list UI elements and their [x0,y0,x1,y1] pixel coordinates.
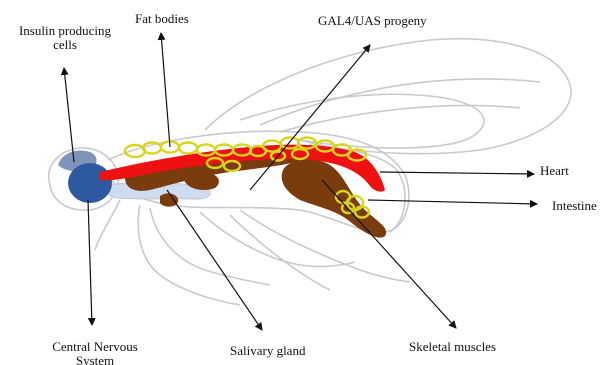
wings [205,39,571,154]
label-skeletal-muscles: Skeletal muscles [409,340,496,354]
label-heart: Heart [540,164,569,178]
wing-upper [205,39,571,154]
arrow-fat-bodies [161,33,170,147]
leg-6 [230,215,330,290]
arrow-cns [88,200,92,325]
central-nervous-system [68,163,112,203]
label-central-nervous-system: Central Nervous System [40,340,150,365]
arrow-intestine [368,200,537,204]
arrow-insulin [64,68,74,162]
arrow-salivary [167,190,262,330]
wing-vein-a [260,79,540,125]
label-salivary-gland: Salivary gland [230,344,305,358]
label-fat-bodies: Fat bodies [135,12,189,26]
label-insulin-producing-cells: Insulin producing cells [6,24,124,52]
label-gal4-uas-progeny: GAL4/UAS progeny [318,14,427,28]
wing-lower [240,94,484,148]
label-intestine: Intestine [552,199,597,213]
fat-body [179,143,197,154]
leg-3 [150,208,270,285]
